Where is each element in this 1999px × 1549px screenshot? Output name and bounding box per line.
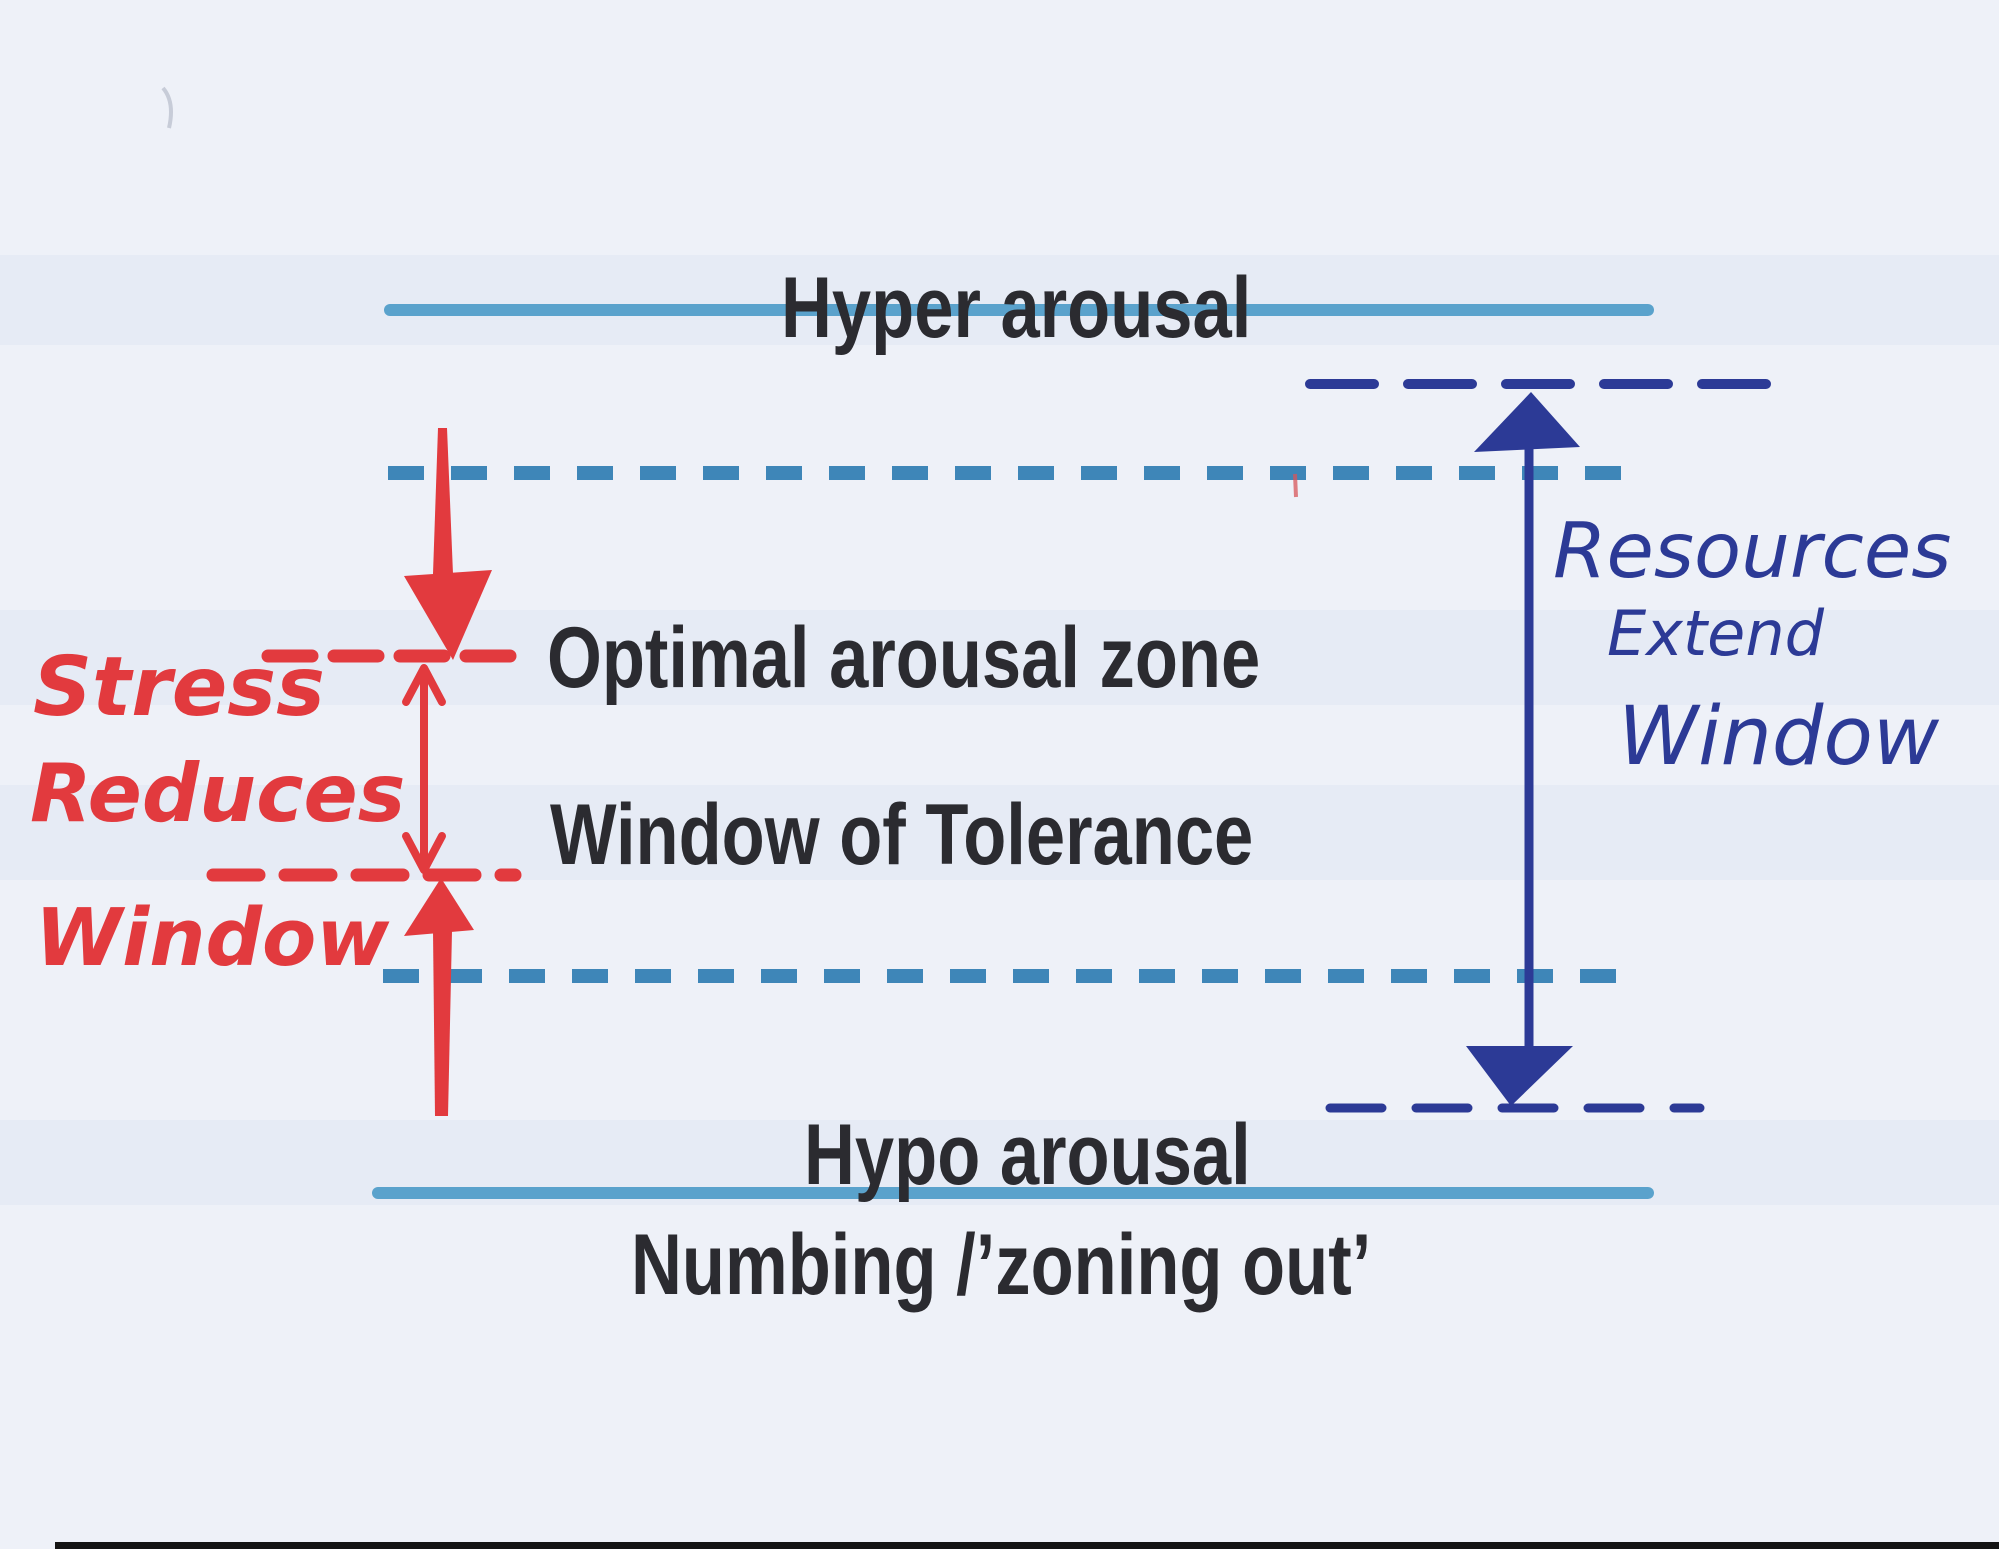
hyper-arousal-label: Hyper arousal	[781, 260, 1252, 356]
resources-extension-arrow-icon	[1305, 379, 1791, 1113]
scan-edge-bar	[55, 1542, 1999, 1549]
resources-note-word-3: Window	[1618, 690, 1940, 784]
navy-arrowhead-down-icon	[1466, 1046, 1573, 1106]
window-of-tolerance-label: Window of Tolerance	[550, 787, 1254, 883]
numbing-zoning-out-label: Numbing /’zoning out’	[631, 1217, 1372, 1313]
red-span-arrowhead-up-icon	[402, 664, 446, 706]
navy-arrowhead-up-icon	[1474, 392, 1580, 452]
stress-note-word-2: Reduces	[30, 747, 406, 840]
red-pen-speck	[1293, 473, 1298, 498]
scan-smudge	[161, 86, 173, 129]
red-span-arrowhead-down-icon	[402, 832, 446, 874]
resources-note-word-2: Extend	[1607, 597, 1824, 670]
resources-note-word-1: Resources	[1553, 507, 1952, 596]
optimal-arousal-zone-label: Optimal arousal zone	[547, 610, 1261, 706]
red-top-arrowhead-down-icon	[404, 570, 492, 660]
stress-compression-arrows-icon	[206, 428, 1298, 1116]
red-bottom-arrow-shaft	[433, 931, 452, 1116]
hypo-arousal-label: Hypo arousal	[804, 1107, 1251, 1203]
red-bottom-arrowhead-up-icon	[404, 878, 474, 936]
red-top-arrow-shaft	[433, 428, 453, 574]
stress-note-word-1: Stress	[33, 640, 325, 735]
stress-note-word-3: Window	[35, 892, 390, 984]
